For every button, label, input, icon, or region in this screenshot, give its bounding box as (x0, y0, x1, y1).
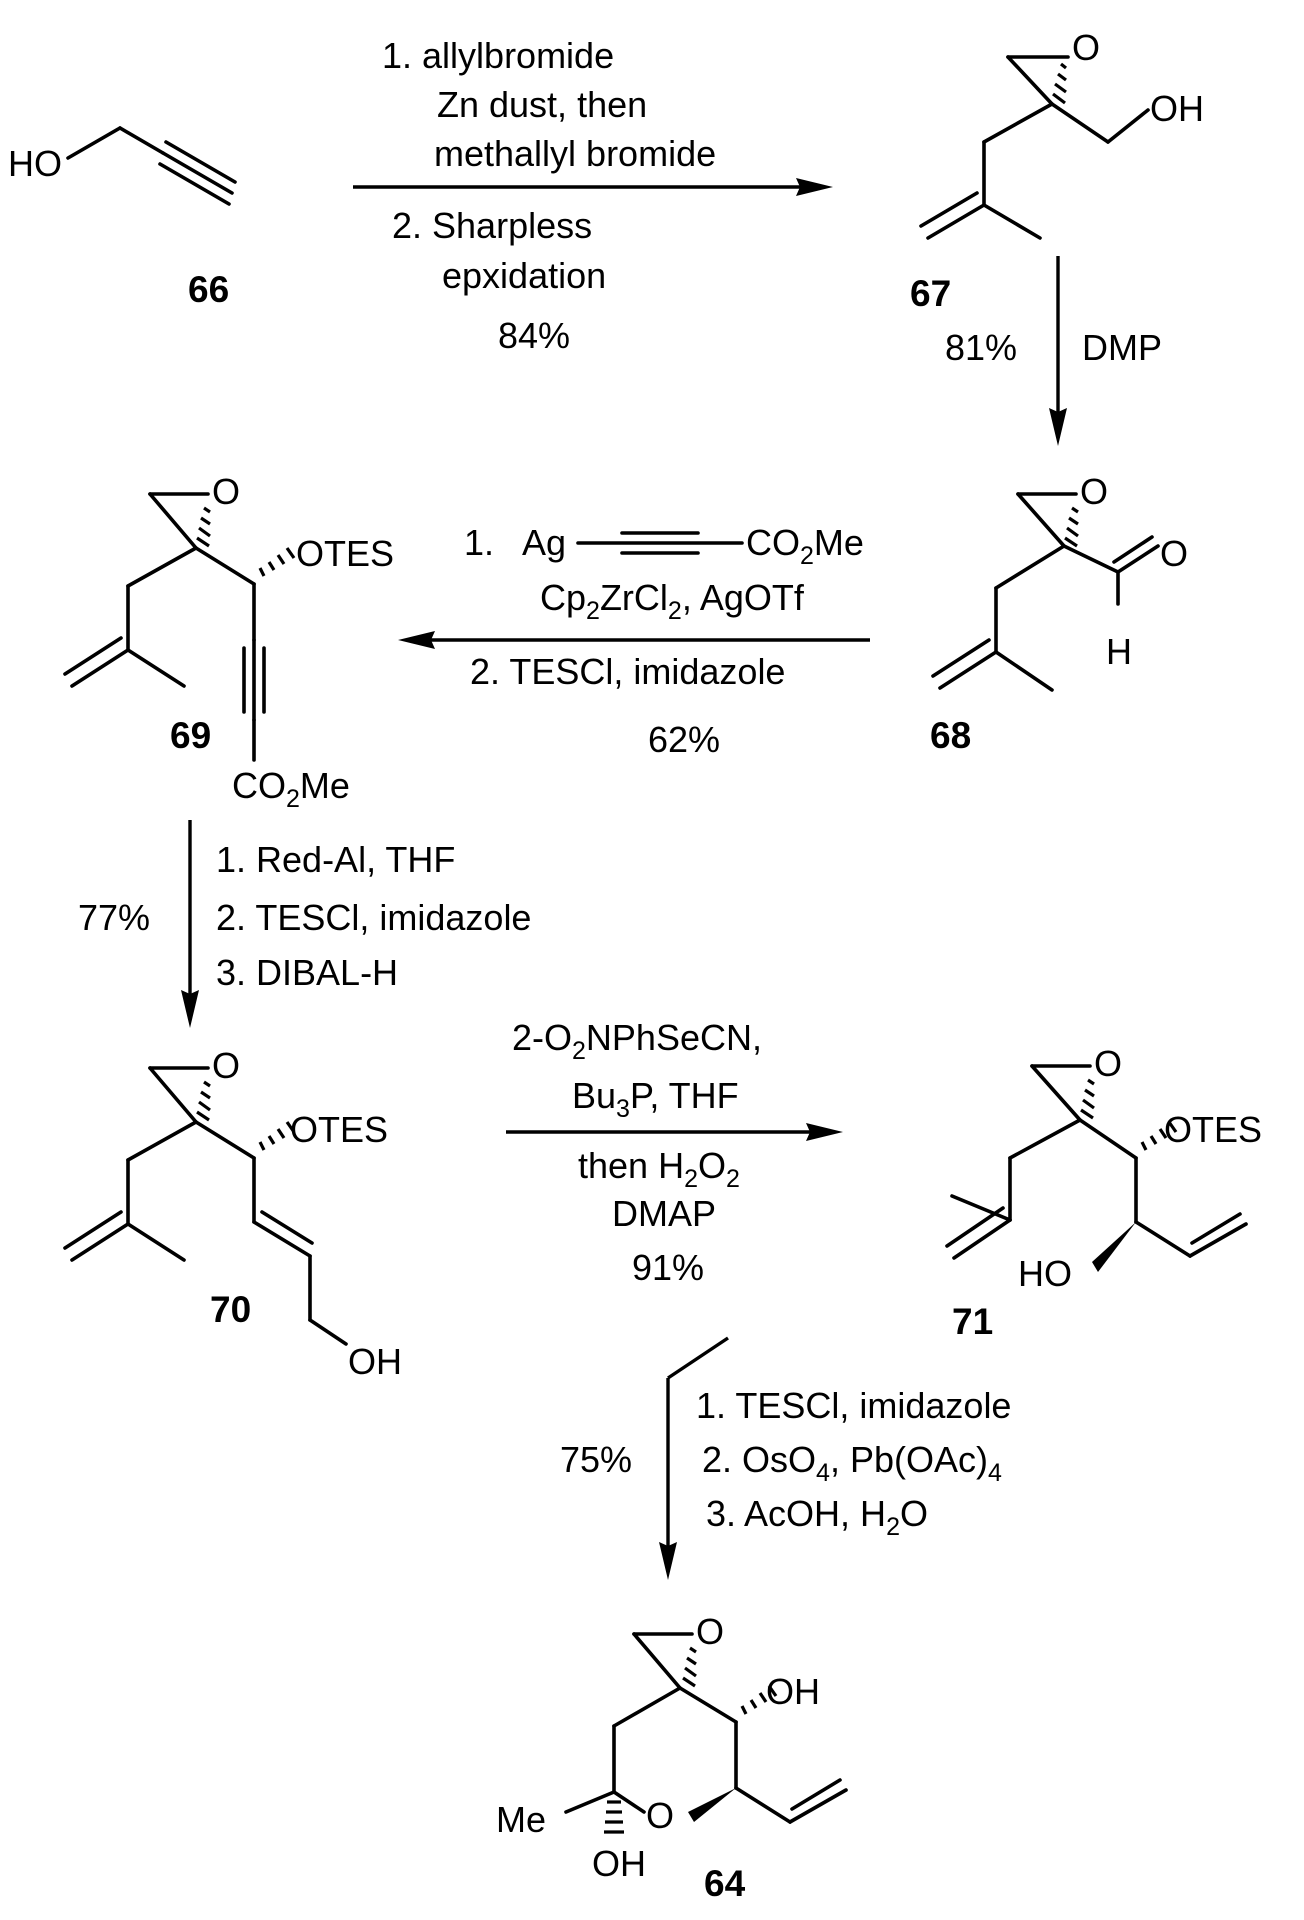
atom-o: O (1072, 27, 1100, 68)
step6-line3: 3. AcOH, H2O (706, 1493, 928, 1541)
compound-label-69: 69 (170, 715, 211, 756)
compound-67: O OH 67 (910, 27, 1204, 314)
atom-oh: OH (348, 1341, 402, 1382)
compound-71: O OTES HO 71 (945, 1043, 1262, 1342)
step3-ag: Ag (522, 522, 566, 563)
step3-yield: 62% (648, 719, 720, 760)
atom-me: Me (496, 1799, 546, 1840)
atom-ho: HO (1018, 1253, 1072, 1294)
step1-line2: Zn dust, then (437, 84, 647, 125)
atom-o: O (212, 471, 240, 512)
atom-o: O (1080, 471, 1108, 512)
step3-line3: 2. TESCl, imidazole (470, 651, 785, 692)
atom-otes: OTES (296, 533, 394, 574)
step4-line2: 2. TESCl, imidazole (216, 897, 531, 938)
compound-label-66: 66 (188, 269, 229, 310)
step6-line1: 1. TESCl, imidazole (696, 1385, 1011, 1426)
compound-label-68: 68 (930, 715, 971, 756)
atom-oh: OH (766, 1671, 820, 1712)
atom-h: H (1106, 631, 1132, 672)
step5-line1: 2-O2NPhSeCN, (512, 1017, 762, 1065)
atom-co2me: CO2Me (232, 765, 350, 813)
step3-line2: Cp2ZrCl2, AgOTf (540, 577, 805, 625)
compound-66: HO 66 (8, 126, 237, 310)
step1-line1: 1. allylbromide (382, 35, 614, 76)
step4-line1: 1. Red-Al, THF (216, 839, 455, 880)
step2: 81% DMP (945, 256, 1162, 446)
atom-o: O (212, 1045, 240, 1086)
atom-oh: OH (1150, 88, 1204, 129)
atom-o: O (696, 1611, 724, 1652)
step5-line3: then H2O2 (578, 1145, 740, 1193)
compound-64: O OH O Me OH 64 (496, 1611, 848, 1904)
step3-prefix: 1. (464, 522, 494, 563)
atom-otes: OTES (290, 1109, 388, 1150)
step2-yield: 81% (945, 327, 1017, 368)
atom-ho: HO (8, 143, 62, 184)
compound-70: O OTES OH 70 (63, 1045, 402, 1382)
compound-68: O O H 68 (930, 471, 1188, 756)
step5-yield: 91% (632, 1247, 704, 1288)
step5-line4: DMAP (612, 1193, 716, 1234)
compound-label-70: 70 (210, 1289, 251, 1330)
step1: 1. allylbromide Zn dust, then methallyl … (353, 35, 833, 356)
step3: 1. Ag CO2Me Cp2ZrCl2, AgOTf 2. TESCl, im… (398, 522, 870, 760)
step5: 2-O2NPhSeCN, Bu3P, THF then H2O2 DMAP 91… (506, 1017, 843, 1288)
step2-reagent: DMP (1082, 327, 1162, 368)
step6-line2: 2. OsO4, Pb(OAc)4 (702, 1439, 1002, 1487)
atom-o: O (1094, 1043, 1122, 1084)
step1-line5: epxidation (442, 255, 606, 296)
step4-yield: 77% (78, 897, 150, 938)
step1-line4: 2. Sharpless (392, 205, 592, 246)
atom-o-ring: O (646, 1795, 674, 1836)
step5-line2: Bu3P, THF (572, 1075, 739, 1123)
step1-line3: methallyl bromide (434, 133, 716, 174)
step6-yield: 75% (560, 1439, 632, 1480)
compound-label-67: 67 (910, 273, 951, 314)
compound-69: O OTES CO2Me 69 (63, 471, 394, 813)
atom-o-aldehyde: O (1160, 533, 1188, 574)
step4-line3: 3. DIBAL-H (216, 952, 398, 993)
step3-co2me: CO2Me (746, 522, 864, 570)
atom-oh-hemiketal: OH (592, 1843, 646, 1884)
step6: 1. TESCl, imidazole 2. OsO4, Pb(OAc)4 3.… (560, 1336, 1011, 1580)
compound-label-64: 64 (704, 1863, 746, 1904)
atom-otes: OTES (1164, 1109, 1262, 1150)
step1-yield: 84% (498, 315, 570, 356)
step4: 1. Red-Al, THF 2. TESCl, imidazole 3. DI… (78, 820, 531, 1028)
compound-label-71: 71 (952, 1301, 993, 1342)
